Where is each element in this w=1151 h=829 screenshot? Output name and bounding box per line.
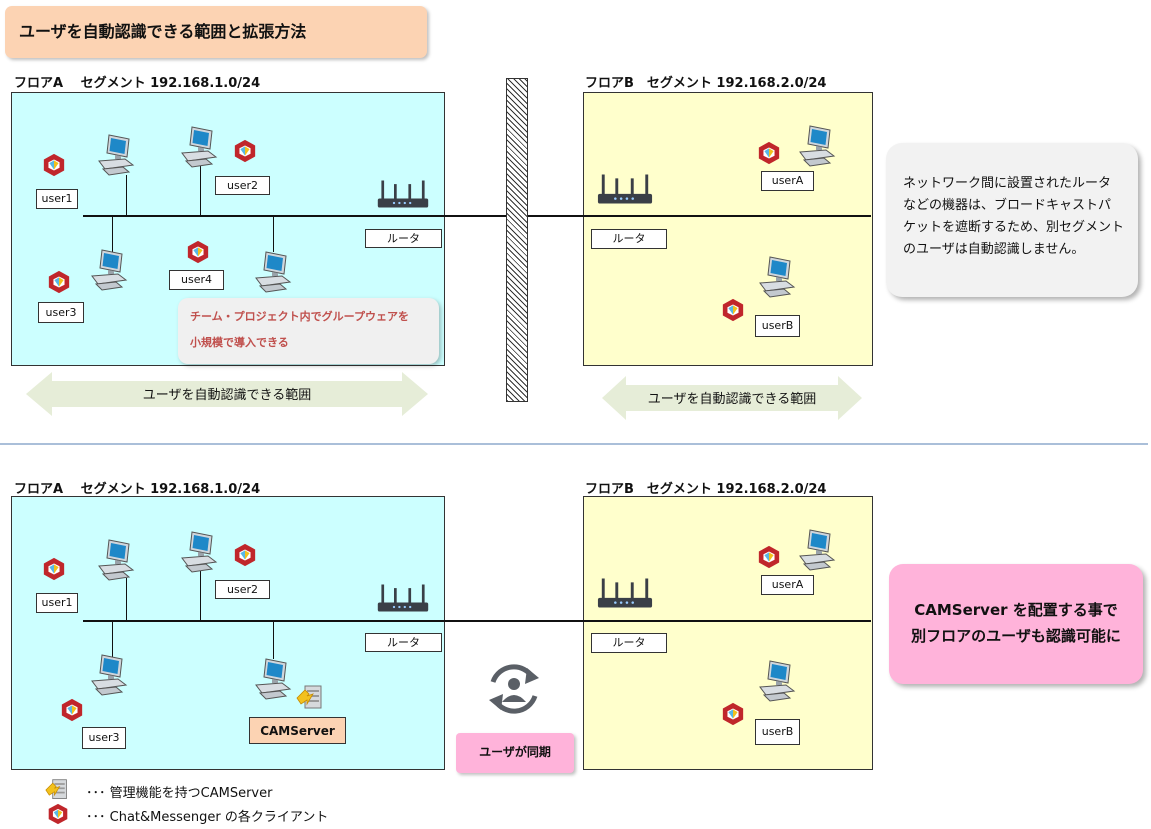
user-label: user1: [36, 189, 78, 209]
floor-b-segment-label: フロアB セグメント 192.168.2.0/24: [585, 482, 827, 497]
client-icon: [42, 153, 66, 177]
user-label: user3: [82, 727, 126, 749]
computer-icon: [178, 125, 218, 169]
note-line: などの機器は、ブロードキャストパ: [903, 198, 1112, 213]
note-line: 別フロアのユーザも認識可能に: [911, 627, 1121, 645]
user-label: user4: [169, 270, 224, 290]
computer-icon: [796, 528, 836, 572]
drop-line: [126, 175, 127, 215]
note-line: ネットワーク間に設置されたルータ: [903, 176, 1112, 191]
floor-b-segment-label: フロアB セグメント 192.168.2.0/24: [585, 76, 827, 91]
section-divider: [0, 443, 1148, 445]
user-label: userB: [755, 315, 800, 337]
router-barrier: [506, 78, 528, 402]
callout-line: チーム・プロジェクト内でグループウェアを: [190, 310, 410, 323]
computer-icon: [252, 250, 292, 294]
user-sync-label: ユーザが同期: [456, 733, 574, 773]
client-icon: [47, 270, 71, 294]
user-label: user1: [36, 593, 78, 613]
router-label: ルータ: [591, 229, 667, 249]
router-label: ルータ: [591, 633, 667, 653]
network-line-b: [528, 215, 871, 217]
computer-icon: [178, 530, 218, 574]
user-label: user2: [215, 176, 270, 195]
computer-icon: [95, 133, 135, 177]
user-sync-icon: [489, 664, 539, 714]
range-arrow: [602, 376, 862, 420]
floor-a-segment-label: フロアA セグメント 192.168.1.0/24: [14, 76, 261, 91]
router-label: ルータ: [365, 229, 442, 248]
note-line: のユーザは自動認識しません。: [903, 242, 1085, 257]
client-icon: [721, 702, 745, 726]
client-icon: [60, 698, 84, 722]
computer-icon: [756, 255, 796, 299]
camserver-note: CAMServer を配置する事で 別フロアのユーザも認識可能に: [889, 564, 1143, 684]
computer-icon: [756, 659, 796, 703]
user-label: user2: [215, 580, 270, 599]
computer-icon: [88, 248, 128, 292]
range-label: ユーザを自動認識できる範囲: [142, 388, 312, 403]
camserver-label: CAMServer: [249, 717, 346, 744]
drop-line: [200, 165, 201, 215]
drop-line: [112, 216, 113, 256]
diagram-title: ユーザを自動認識できる範囲と拡張方法: [5, 6, 427, 58]
client-icon: [233, 543, 257, 567]
note-line: ケットを遮断するため、別セグメント: [903, 220, 1125, 235]
client-icon: [186, 240, 210, 264]
client-icon: [47, 803, 69, 825]
router-label: ルータ: [365, 633, 442, 652]
computer-icon: [252, 657, 292, 701]
legend-client: ･･･ Chat&Messenger の各クライアント: [86, 810, 329, 825]
drop-line: [112, 621, 113, 661]
drop-line: [200, 570, 201, 620]
user-label: userA: [761, 575, 814, 595]
network-line: [83, 620, 871, 622]
router-icon: [376, 178, 430, 210]
router-icon: [596, 172, 654, 206]
range-label: ユーザを自動認識できる範囲: [647, 392, 817, 407]
floor-a-segment-label: フロアA セグメント 192.168.1.0/24: [14, 482, 261, 497]
groupware-callout: チーム・プロジェクト内でグループウェアを 小規模で導入できる: [178, 298, 439, 364]
client-icon: [757, 141, 781, 165]
user-label: userB: [755, 719, 800, 745]
user-label: userA: [761, 171, 814, 191]
client-icon: [42, 557, 66, 581]
user-label: user3: [38, 302, 84, 323]
computer-icon: [95, 538, 135, 582]
computer-icon: [796, 124, 836, 168]
client-icon: [721, 298, 745, 322]
drop-line: [126, 578, 127, 620]
computer-icon: [88, 653, 128, 697]
network-line-a: [83, 215, 506, 217]
legend-camserver: ･･･ 管理機能を持つCAMServer: [86, 786, 273, 801]
callout-line: 小規模で導入できる: [190, 336, 289, 349]
drop-line: [273, 621, 274, 659]
router-icon: [596, 576, 654, 610]
drop-line: [273, 216, 274, 252]
camserver-icon: [295, 684, 325, 712]
range-arrow: [26, 372, 428, 416]
camserver-icon: [44, 778, 70, 802]
router-icon: [376, 582, 430, 614]
client-icon: [757, 545, 781, 569]
client-icon: [233, 139, 257, 163]
broadcast-note: ネットワーク間に設置されたルータ などの機器は、ブロードキャストパ ケットを遮断…: [886, 143, 1138, 297]
note-line: CAMServer を配置する事で: [914, 601, 1118, 619]
